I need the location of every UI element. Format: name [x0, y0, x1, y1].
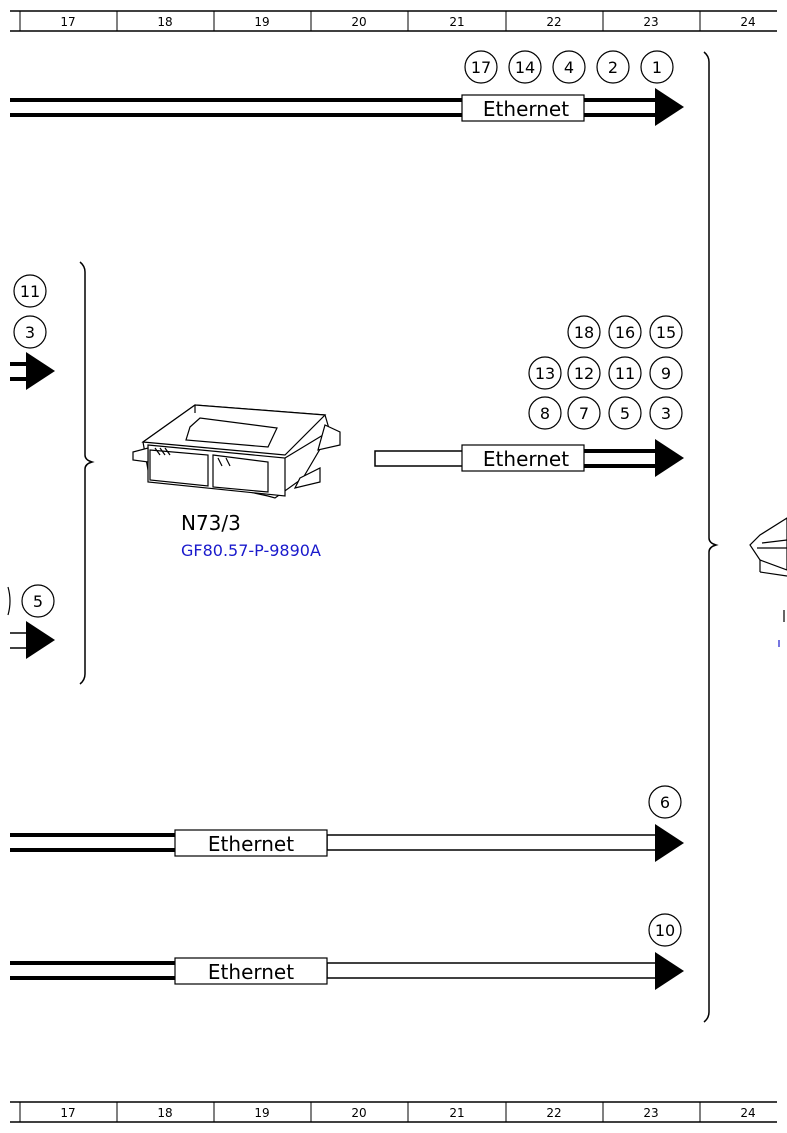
ref-number: 10: [655, 921, 675, 940]
right-brace: [703, 51, 719, 1023]
ref-number: 15: [656, 323, 676, 342]
ethernet-label: Ethernet: [483, 97, 569, 121]
ref-number: 8: [540, 404, 550, 423]
ethernet-label: Ethernet: [208, 960, 294, 984]
ref-number: 18: [574, 323, 594, 342]
connection-row-6[interactable]: Ethernet 6: [10, 785, 684, 862]
ref-badge: [649, 396, 683, 430]
ref-badge: [528, 356, 562, 390]
ref-badge: [649, 315, 683, 349]
ref-number: 17: [471, 58, 491, 77]
ref-badge: [648, 785, 682, 819]
arrow-head-icon: [655, 952, 684, 990]
ruler-label: 21: [449, 15, 464, 29]
ref-badge: [552, 50, 586, 84]
ref-badge: [608, 396, 642, 430]
ref-badge: [567, 315, 601, 349]
bottom-ruler: 17 18 19 20 21 22 23 24: [10, 1101, 777, 1123]
partial-module-icon: [749, 517, 787, 647]
ruler-label: 23: [643, 1106, 658, 1120]
ruler-label: 21: [449, 1106, 464, 1120]
ruler-label: 24: [740, 15, 755, 29]
ref-badge: [608, 356, 642, 390]
connection-row-10[interactable]: Ethernet 10: [10, 913, 684, 990]
ref-badge: [567, 396, 601, 430]
ref-badge: [13, 315, 47, 349]
ref-badge: [528, 396, 562, 430]
ruler-label: 18: [157, 1106, 172, 1120]
ref-number: 9: [661, 364, 671, 383]
ref-badge: [508, 50, 542, 84]
ruler-label: 20: [351, 15, 366, 29]
arrow-head-icon: [26, 621, 55, 659]
ruler-label: 24: [740, 1106, 755, 1120]
left-arrow-lower: [10, 621, 55, 659]
arrow-head-icon: [655, 439, 684, 477]
ref-number: 16: [615, 323, 635, 342]
ruler-label: 22: [546, 15, 561, 29]
ref-number: 1: [652, 58, 662, 77]
module-doc-link[interactable]: GF80.57-P-9890A: [181, 541, 321, 560]
ruler-label: 19: [254, 15, 269, 29]
connection-top[interactable]: Ethernet 17 14 4 2 1: [10, 50, 684, 126]
ref-number: 11: [615, 364, 635, 383]
partial-badge: [7, 586, 11, 616]
arrow-head-icon: [655, 824, 684, 862]
ethernet-label: Ethernet: [483, 447, 569, 471]
ref-number: 2: [608, 58, 618, 77]
left-brace: [79, 261, 95, 685]
ruler-label: 17: [60, 1106, 75, 1120]
ref-badge: [648, 913, 682, 947]
ref-number: 3: [25, 323, 35, 342]
ref-badge: [640, 50, 674, 84]
ref-number: 5: [620, 404, 630, 423]
left-arrow-upper: [10, 352, 55, 390]
ethernet-label: Ethernet: [208, 832, 294, 856]
ref-number: 5: [33, 592, 43, 611]
ref-badge: [649, 356, 683, 390]
ref-badge: [21, 584, 55, 618]
ref-badge: [464, 50, 498, 84]
arrow-head-icon: [26, 352, 55, 390]
ref-badge: [567, 356, 601, 390]
ruler-label: 20: [351, 1106, 366, 1120]
arrow-head-icon: [655, 88, 684, 126]
ruler-label: 19: [254, 1106, 269, 1120]
ref-number: 14: [515, 58, 535, 77]
ref-badge: [596, 50, 630, 84]
control-unit-icon[interactable]: [132, 404, 341, 499]
top-ruler: 17 18 19 20 21 22 23 24: [10, 10, 777, 32]
ref-number: 7: [579, 404, 589, 423]
ref-number: 4: [564, 58, 574, 77]
ref-number: 6: [660, 793, 670, 812]
module-name: N73/3: [181, 511, 241, 535]
ruler-label: 18: [157, 15, 172, 29]
ref-number: 13: [535, 364, 555, 383]
ref-number: 3: [661, 404, 671, 423]
ruler-label: 17: [60, 15, 75, 29]
ref-number: 12: [574, 364, 594, 383]
ref-number: 11: [20, 282, 40, 301]
ruler-label: 22: [546, 1106, 561, 1120]
ref-badge: [13, 274, 47, 308]
connection-mid[interactable]: Ethernet 18 16 15 13 12 11 9 8 7 5 3: [374, 315, 684, 477]
ref-badge: [608, 315, 642, 349]
ruler-label: 23: [643, 15, 658, 29]
